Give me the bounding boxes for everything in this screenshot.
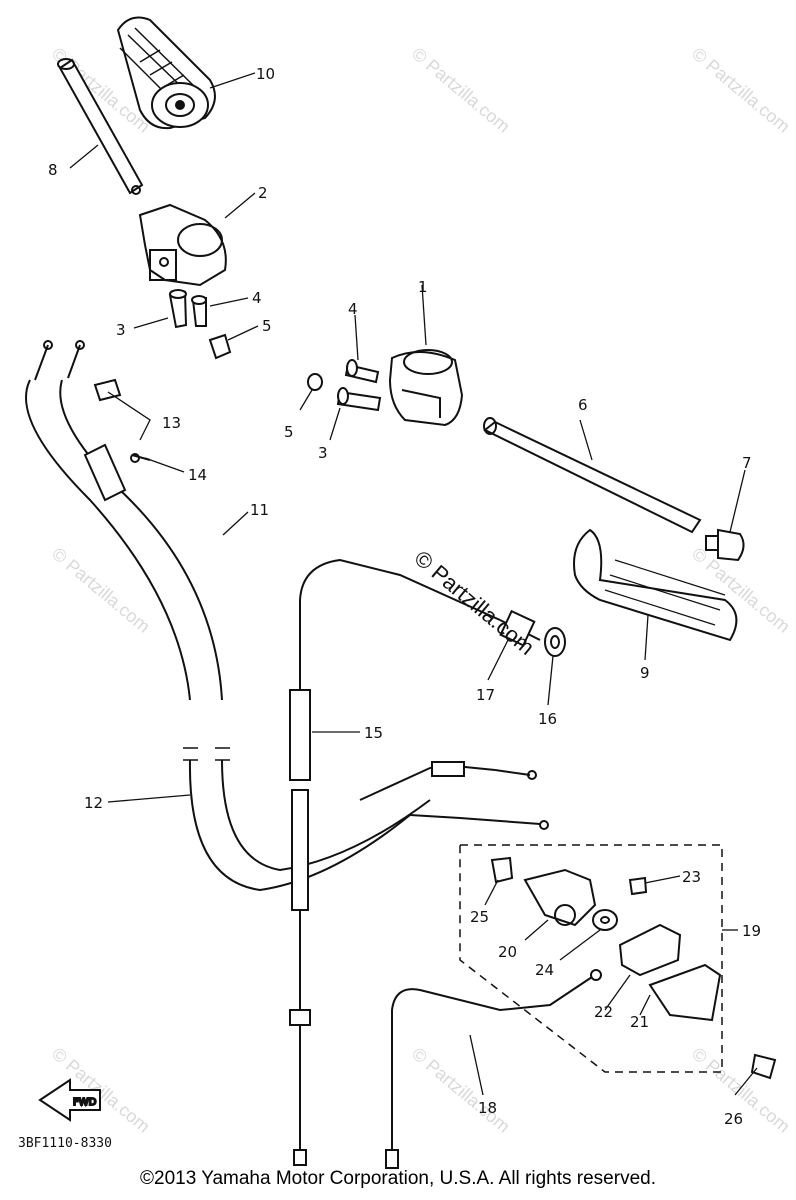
throttle-tube [57,58,144,195]
callout-4: 4 [252,289,262,307]
cable-15 [289,558,501,1166]
callout-6: 6 [578,396,588,414]
callout-13: 13 [162,414,181,432]
callout-numbers: 10 8 2 3 4 5 4 1 5 3 6 7 9 13 14 11 12 1… [48,65,761,1128]
callout-22: 22 [594,1003,613,1021]
callout-7: 7 [742,454,752,472]
callout-15: 15 [364,724,383,742]
bar-end [705,528,745,562]
callout-18: 18 [478,1099,497,1117]
callout-5: 5 [262,317,272,335]
callout-1: 1 [418,278,428,296]
callout-4: 4 [348,300,358,318]
handlebar-right [483,417,702,534]
callout-17: 17 [476,686,495,704]
grip-right [573,528,738,642]
assembly-19-box [459,844,777,1080]
callout-20: 20 [498,943,517,961]
fwd-arrow: FWD [38,1078,101,1122]
callout-26: 26 [724,1110,743,1128]
callout-14: 14 [188,466,207,484]
callout-19: 19 [742,922,761,940]
handlebar-holder-right [388,349,464,427]
adjuster-16-17 [499,609,566,657]
callout-2: 2 [258,184,268,202]
diagram-code: 3BF1110-8330 [18,1136,112,1151]
bolts-left [168,289,232,360]
copyright-notice: ©2013 Yamaha Motor Corporation, U.S.A. A… [140,1168,656,1189]
leader-lines [69,72,758,1096]
callout-24: 24 [535,961,554,979]
throttle-cables [25,340,549,892]
callout-9: 9 [640,664,650,682]
callout-3: 3 [116,321,126,339]
callout-25: 25 [470,908,489,926]
callout-16: 16 [538,710,557,728]
fwd-label: FWD [73,1097,97,1108]
handlebar-holder-left [138,203,227,287]
bolts-right [307,359,382,412]
callout-3: 3 [318,444,328,462]
callout-5: 5 [284,423,294,441]
throttle-grip [116,16,216,130]
callout-11: 11 [250,501,269,519]
callout-12: 12 [84,794,103,812]
callout-23: 23 [682,868,701,886]
cable-18 [385,969,602,1169]
callout-21: 21 [630,1013,649,1031]
callout-10: 10 [256,65,275,83]
callout-8: 8 [48,161,58,179]
